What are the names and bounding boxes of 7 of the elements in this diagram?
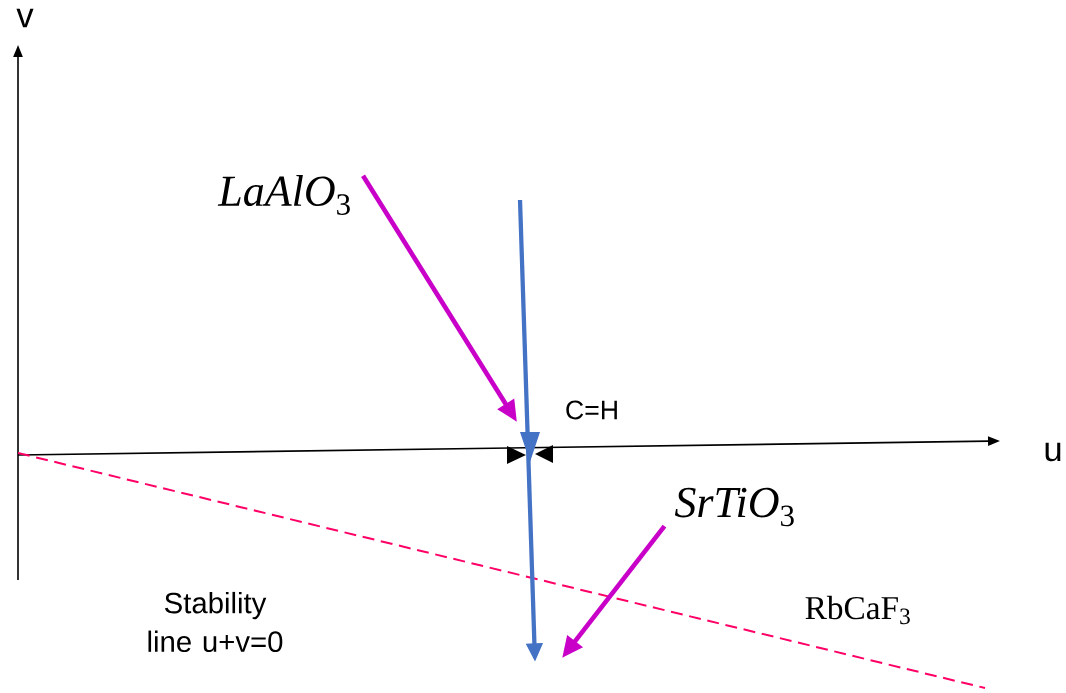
axis-label: u bbox=[1045, 442, 1061, 462]
formula-label: SrTiO$_{3}$ bbox=[674, 487, 794, 527]
text-label: RbCaF$_{3}$ bbox=[805, 595, 910, 625]
axis-label: v bbox=[16, 8, 34, 28]
text-label: C=H bbox=[566, 400, 617, 420]
formula-label: LaAlO$_{3}$ bbox=[217, 175, 350, 215]
text-label: Stability line u+v=0 bbox=[148, 591, 283, 653]
